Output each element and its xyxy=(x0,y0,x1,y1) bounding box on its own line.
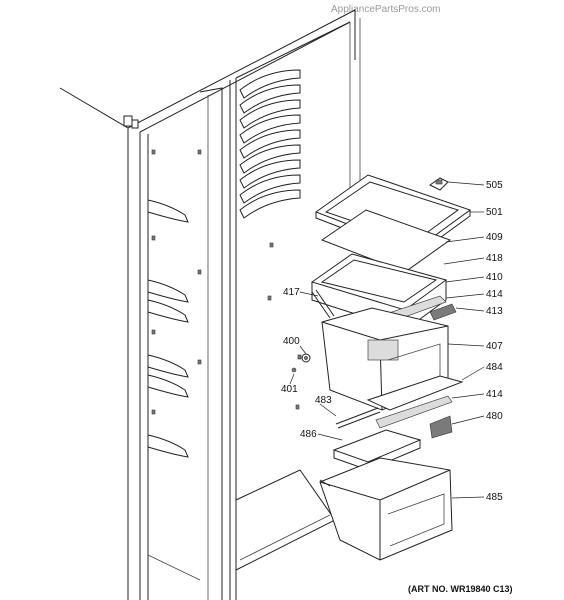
part-505-clip xyxy=(429,177,449,191)
refrigerator-cabinet xyxy=(59,9,361,600)
part-484-cover xyxy=(366,375,464,411)
part-485-drawer xyxy=(319,457,453,561)
part-410-support-frame xyxy=(310,253,448,331)
part-480-bracket xyxy=(429,415,453,439)
callout-480: 480 xyxy=(486,411,503,422)
watermark: AppliancePartsPros.com xyxy=(331,4,441,15)
shelf-rails-left xyxy=(147,199,189,458)
wall-bosses xyxy=(151,149,302,415)
callout-486: 486 xyxy=(300,429,317,440)
part-414-rail-lower xyxy=(375,395,453,429)
callout-501: 501 xyxy=(486,207,503,218)
callout-410: 410 xyxy=(486,272,503,283)
callout-407: 407 xyxy=(486,341,503,352)
part-417-rail xyxy=(311,289,335,319)
callout-409: 409 xyxy=(486,232,503,243)
callout-413: 413 xyxy=(486,306,503,317)
callout-484: 484 xyxy=(486,362,503,373)
callout-labels: 505 501 409 418 410 414 413 407 484 414 … xyxy=(281,180,503,503)
callout-417: 417 xyxy=(283,287,300,298)
rear-shelf-supports xyxy=(239,69,301,219)
callout-400: 400 xyxy=(283,336,300,347)
art-number: (ART NO. WR19840 C13) xyxy=(408,584,513,594)
callout-414-lower: 414 xyxy=(486,389,503,400)
part-483-rail xyxy=(335,407,381,429)
callout-483: 483 xyxy=(315,395,332,406)
callout-485: 485 xyxy=(486,492,503,503)
callout-401: 401 xyxy=(281,384,298,395)
callout-505: 505 xyxy=(486,180,503,191)
callout-418: 418 xyxy=(486,253,503,264)
leader-lines xyxy=(289,181,485,499)
callout-414-upper: 414 xyxy=(486,289,503,300)
